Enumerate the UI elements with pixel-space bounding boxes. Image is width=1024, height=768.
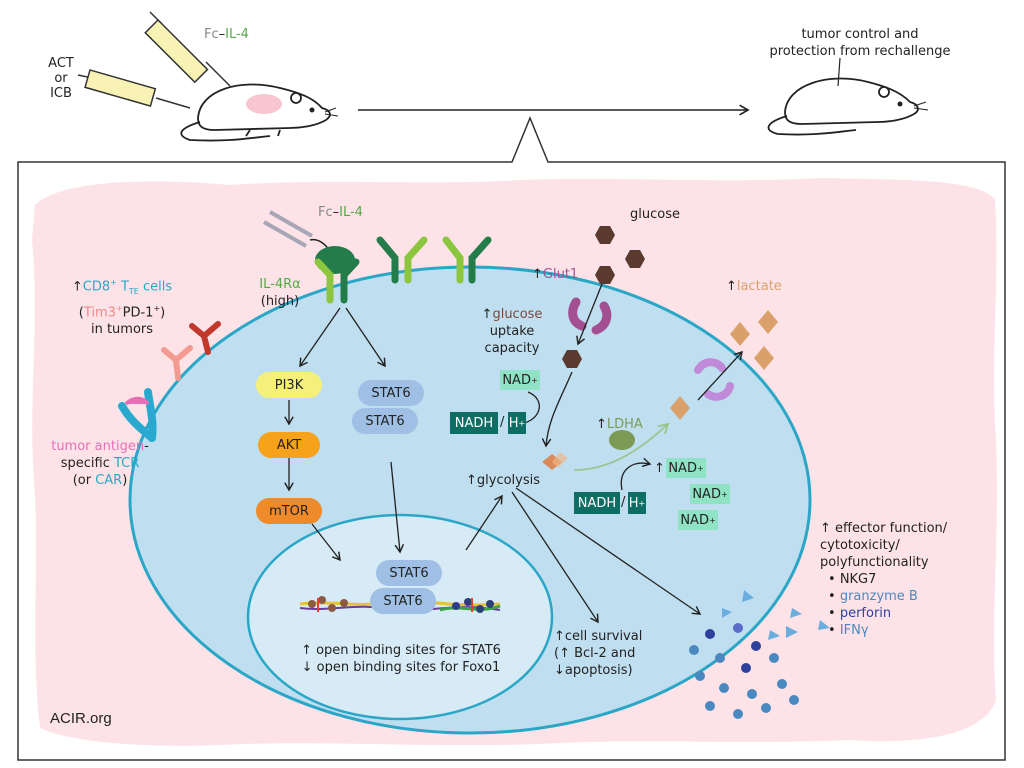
nad-box-3: NAD+ (690, 484, 730, 504)
effector-item-granzyme-b: granzyme B (839, 589, 918, 604)
nucleus-membrane (246, 513, 554, 721)
glucose-label: glucose (630, 207, 680, 222)
outcome-pointer (837, 57, 841, 87)
mtor-node: mTOR (256, 498, 322, 524)
nad-box-1: NAD+ (500, 370, 540, 390)
lactate-export-arrow (697, 350, 743, 401)
slash-1: / (500, 415, 505, 430)
slash-2: / (621, 495, 626, 510)
nucleus-text: ↑ open binding sites for STAT6 ↓ open bi… (301, 643, 501, 675)
stat6-node-4: STAT6 (370, 588, 436, 614)
tumor-spot-icon (246, 94, 282, 114)
stat6-node-2: STAT6 (352, 408, 418, 434)
drug-label: Fc–IL-4 (204, 27, 249, 42)
effector-label: ↑ effector function/ cytotoxicity/ polyf… (820, 521, 948, 638)
glycolysis-arrow (541, 371, 573, 448)
syringe-act-icb-icon (77, 69, 191, 109)
effector-item-nkg7: NKG7 (839, 572, 877, 587)
lactate-molecules-icon (670, 310, 778, 420)
pi3k-node: PI3K (256, 372, 322, 398)
nad-box-4: NAD+ (678, 510, 718, 530)
outcome-label: tumor control and protection from rechal… (769, 27, 951, 59)
uptake-label: ↑glucose uptake capacity (481, 307, 543, 356)
nad-up-arrow: ↑ (654, 461, 665, 476)
il4r-receptor-icon (314, 236, 492, 304)
tcr-receptor-icon (118, 388, 157, 442)
fc-il4-label: Fc–IL-4 (318, 205, 363, 220)
pd1-tim3-receptors-icon (161, 321, 221, 381)
stat6-node-1: STAT6 (358, 380, 424, 406)
treatment-label-icb: ICB (50, 86, 72, 101)
glut1-transporter-icon (568, 297, 612, 335)
h-plus-box-1: H+ (508, 412, 526, 434)
ldha-label: ↑LDHA (596, 417, 643, 432)
ldha-arrow (573, 422, 670, 471)
cd8-tte-label: ↑CD8+ TTE cells (Tim3+PD-1+) in tumors (71, 278, 173, 338)
acir-footer[interactable]: ACIR.org (50, 710, 112, 727)
stat6-node-3: STAT6 (376, 560, 442, 586)
cytotoxic-granules-icon (689, 590, 830, 719)
nadh-box-2: NADH (574, 492, 620, 514)
glycolysis-label: ↑glycolysis (466, 473, 541, 488)
il4r-label: IL-4Rα (high) (259, 277, 301, 309)
effector-item-perforin: perforin (839, 606, 892, 621)
nadh-box-1: NADH (450, 412, 498, 434)
ldha-enzyme-icon (609, 430, 635, 450)
treatment-label-act: ACT (48, 56, 74, 71)
mouse-treated-icon (180, 83, 339, 142)
mouse-protected-icon (767, 77, 929, 136)
h-plus-box-2: H+ (628, 492, 646, 514)
syringe-fc-il4-icon (144, 11, 231, 87)
lactate-label: ↑lactate (726, 279, 782, 294)
treatment-label-or: or (54, 71, 68, 86)
glut1-label: ↑Glut1 (532, 267, 579, 282)
cell-survival-label: ↑cell survival (↑ Bcl-2 and ↓apoptosis) (554, 629, 643, 678)
glucose-molecules-icon (562, 226, 645, 368)
nadh-to-nad-arrow (620, 457, 652, 491)
nad-box-2: NAD+ (666, 458, 706, 478)
akt-node: AKT (258, 432, 320, 458)
glucose-uptake-arrow (576, 283, 603, 346)
tcr-label: tumor antigen- specific TCR (or CAR) (51, 439, 149, 488)
effector-item-ifng: IFNγ (839, 623, 869, 638)
pyruvate-icon (542, 452, 568, 470)
lactate-transporter-icon (694, 358, 734, 401)
signaling-arrows (284, 307, 702, 624)
